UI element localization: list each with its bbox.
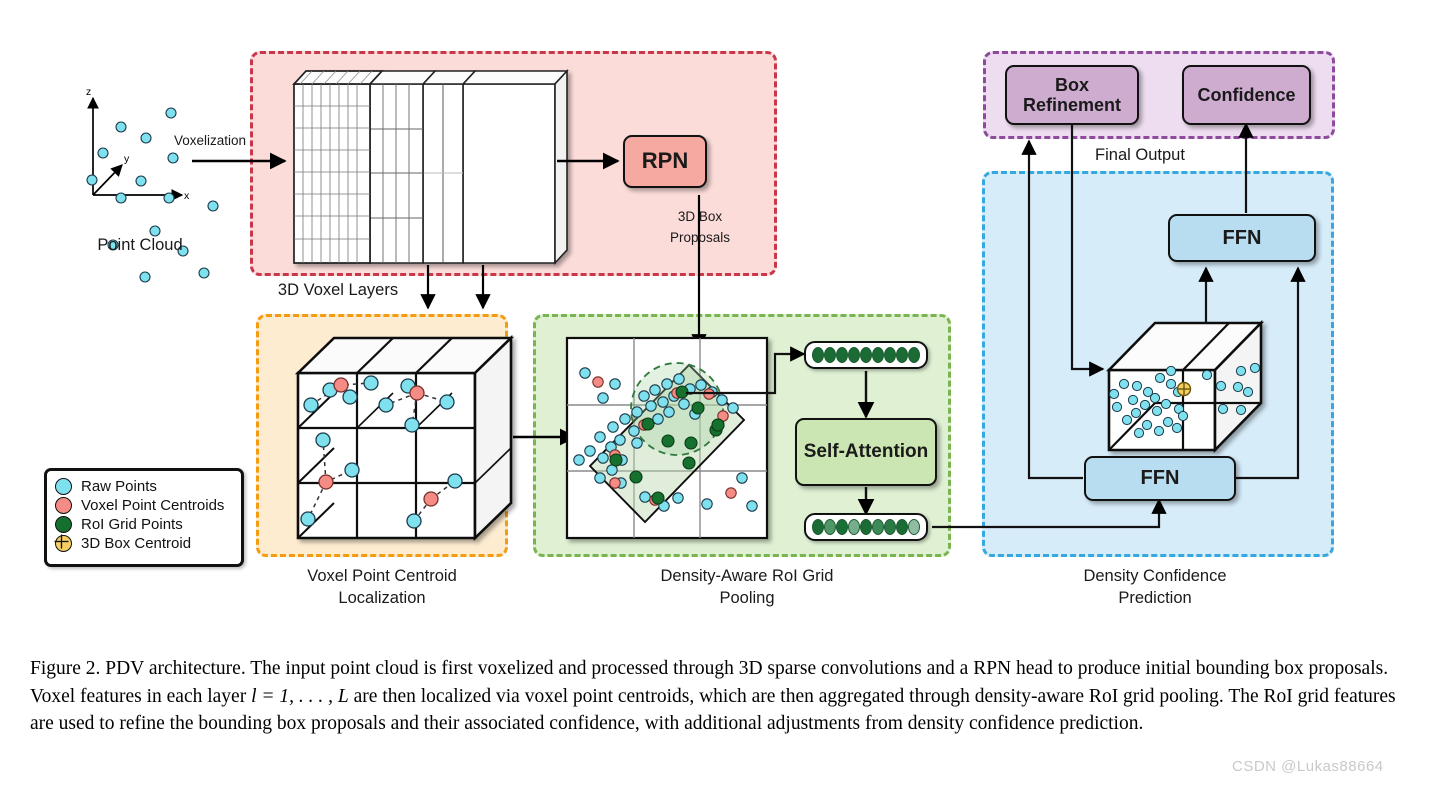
legend-item: Voxel Point Centroids: [55, 496, 232, 515]
label-3d-box-proposals-line2: Proposals: [669, 230, 731, 245]
feature-dot: [836, 519, 848, 535]
label-density-confidence-line1: Density Confidence: [1083, 567, 1227, 585]
label-voxelization: Voxelization: [173, 133, 247, 148]
feature-dot: [884, 347, 896, 363]
figure-caption: Figure 2. PDV architecture. The input po…: [30, 655, 1405, 738]
roi-grid-point-dot: [55, 516, 72, 533]
feature-dot: [896, 347, 908, 363]
voxel-centroid-cube: [294, 334, 515, 542]
label-3d-voxel-layers: 3D Voxel Layers: [277, 281, 399, 299]
legend-label: 3D Box Centroid: [81, 535, 192, 552]
svg-text:x: x: [184, 190, 190, 202]
label-roi-pooling-line1: Density-Aware RoI Grid: [660, 567, 834, 585]
legend-label: Voxel Point Centroids: [81, 497, 225, 514]
label-final-output: Final Output: [1095, 146, 1185, 164]
voxel-slabs: [292, 68, 569, 266]
box-centroid-marker: [1176, 381, 1192, 397]
edge-ffn-lower-to-ffn-upper: [1236, 266, 1306, 480]
roi-grid-points: [609, 385, 725, 505]
feature-dot: [896, 519, 908, 535]
edge-box-refinement-to-density-box: [1070, 125, 1105, 377]
feature-dot: [884, 519, 896, 535]
density-box: [1105, 319, 1265, 454]
label-roi-pooling-line2: Pooling: [719, 589, 775, 607]
label-density-confidence-line2: Prediction: [1118, 589, 1192, 607]
edge-roi-to-vector: [686, 346, 806, 395]
voxel-centroid-dot: [55, 497, 72, 514]
caption-math: l = 1, . . . , L: [251, 685, 349, 707]
feature-dot: [824, 347, 836, 363]
edge-vector-to-ffn-lower: [932, 498, 1167, 529]
voxel-centroids: [318, 377, 439, 507]
box-refinement-label-line1: Box: [1054, 74, 1089, 95]
feature-dot: [848, 347, 860, 363]
node-rpn[interactable]: RPN: [623, 135, 707, 188]
feature-dot: [824, 519, 836, 535]
caption-text-before: Figure 2. PDV architecture. The input po…: [30, 658, 1389, 707]
legend-item: 3D Box Centroid: [54, 534, 232, 553]
feature-vector-output: [804, 513, 928, 541]
feature-vector-input: [804, 341, 928, 369]
node-confidence[interactable]: Confidence: [1182, 65, 1311, 125]
label-point-cloud: Point Cloud: [97, 236, 183, 254]
legend: Raw Points Voxel Point Centroids RoI Gri…: [44, 468, 244, 567]
svg-text:z: z: [86, 86, 91, 98]
feature-dot: [860, 347, 872, 363]
legend-label: RoI Grid Points: [81, 516, 183, 533]
legend-item: Raw Points: [55, 477, 232, 496]
svg-text:y: y: [124, 153, 130, 165]
feature-dot: [860, 519, 872, 535]
legend-item: RoI Grid Points: [55, 515, 232, 534]
feature-dot: [812, 519, 824, 535]
feature-dot: [812, 347, 824, 363]
node-ffn-lower[interactable]: FFN: [1084, 456, 1236, 501]
raw-points-dot: [55, 478, 72, 495]
node-self-attention[interactable]: Self-Attention: [795, 418, 937, 486]
feature-dot: [908, 347, 920, 363]
point-cloud-dots: [86, 107, 219, 283]
node-box-refinement[interactable]: Box Refinement: [1005, 65, 1139, 125]
box-centroid-dot: [54, 534, 72, 552]
feature-dot: [836, 347, 848, 363]
edge-ffn-to-box-refinement: [1021, 139, 1083, 480]
roi-grid-scene: [565, 336, 769, 540]
legend-label: Raw Points: [81, 478, 157, 495]
node-ffn-upper[interactable]: FFN: [1168, 214, 1316, 262]
feature-dot: [872, 347, 884, 363]
label-voxel-point-centroid-line2: Localization: [338, 589, 426, 607]
watermark: CSDN @Lukas88664: [1232, 758, 1384, 775]
feature-dot: [872, 519, 884, 535]
label-3d-box-proposals-line1: 3D Box: [677, 209, 723, 224]
feature-dot: [908, 519, 920, 535]
feature-dot: [848, 519, 860, 535]
box-refinement-label-line2: Refinement: [1022, 95, 1121, 115]
label-voxel-point-centroid-line1: Voxel Point Centroid: [307, 567, 457, 585]
caption-text-after: are then localized via voxel point centr…: [30, 685, 1396, 735]
